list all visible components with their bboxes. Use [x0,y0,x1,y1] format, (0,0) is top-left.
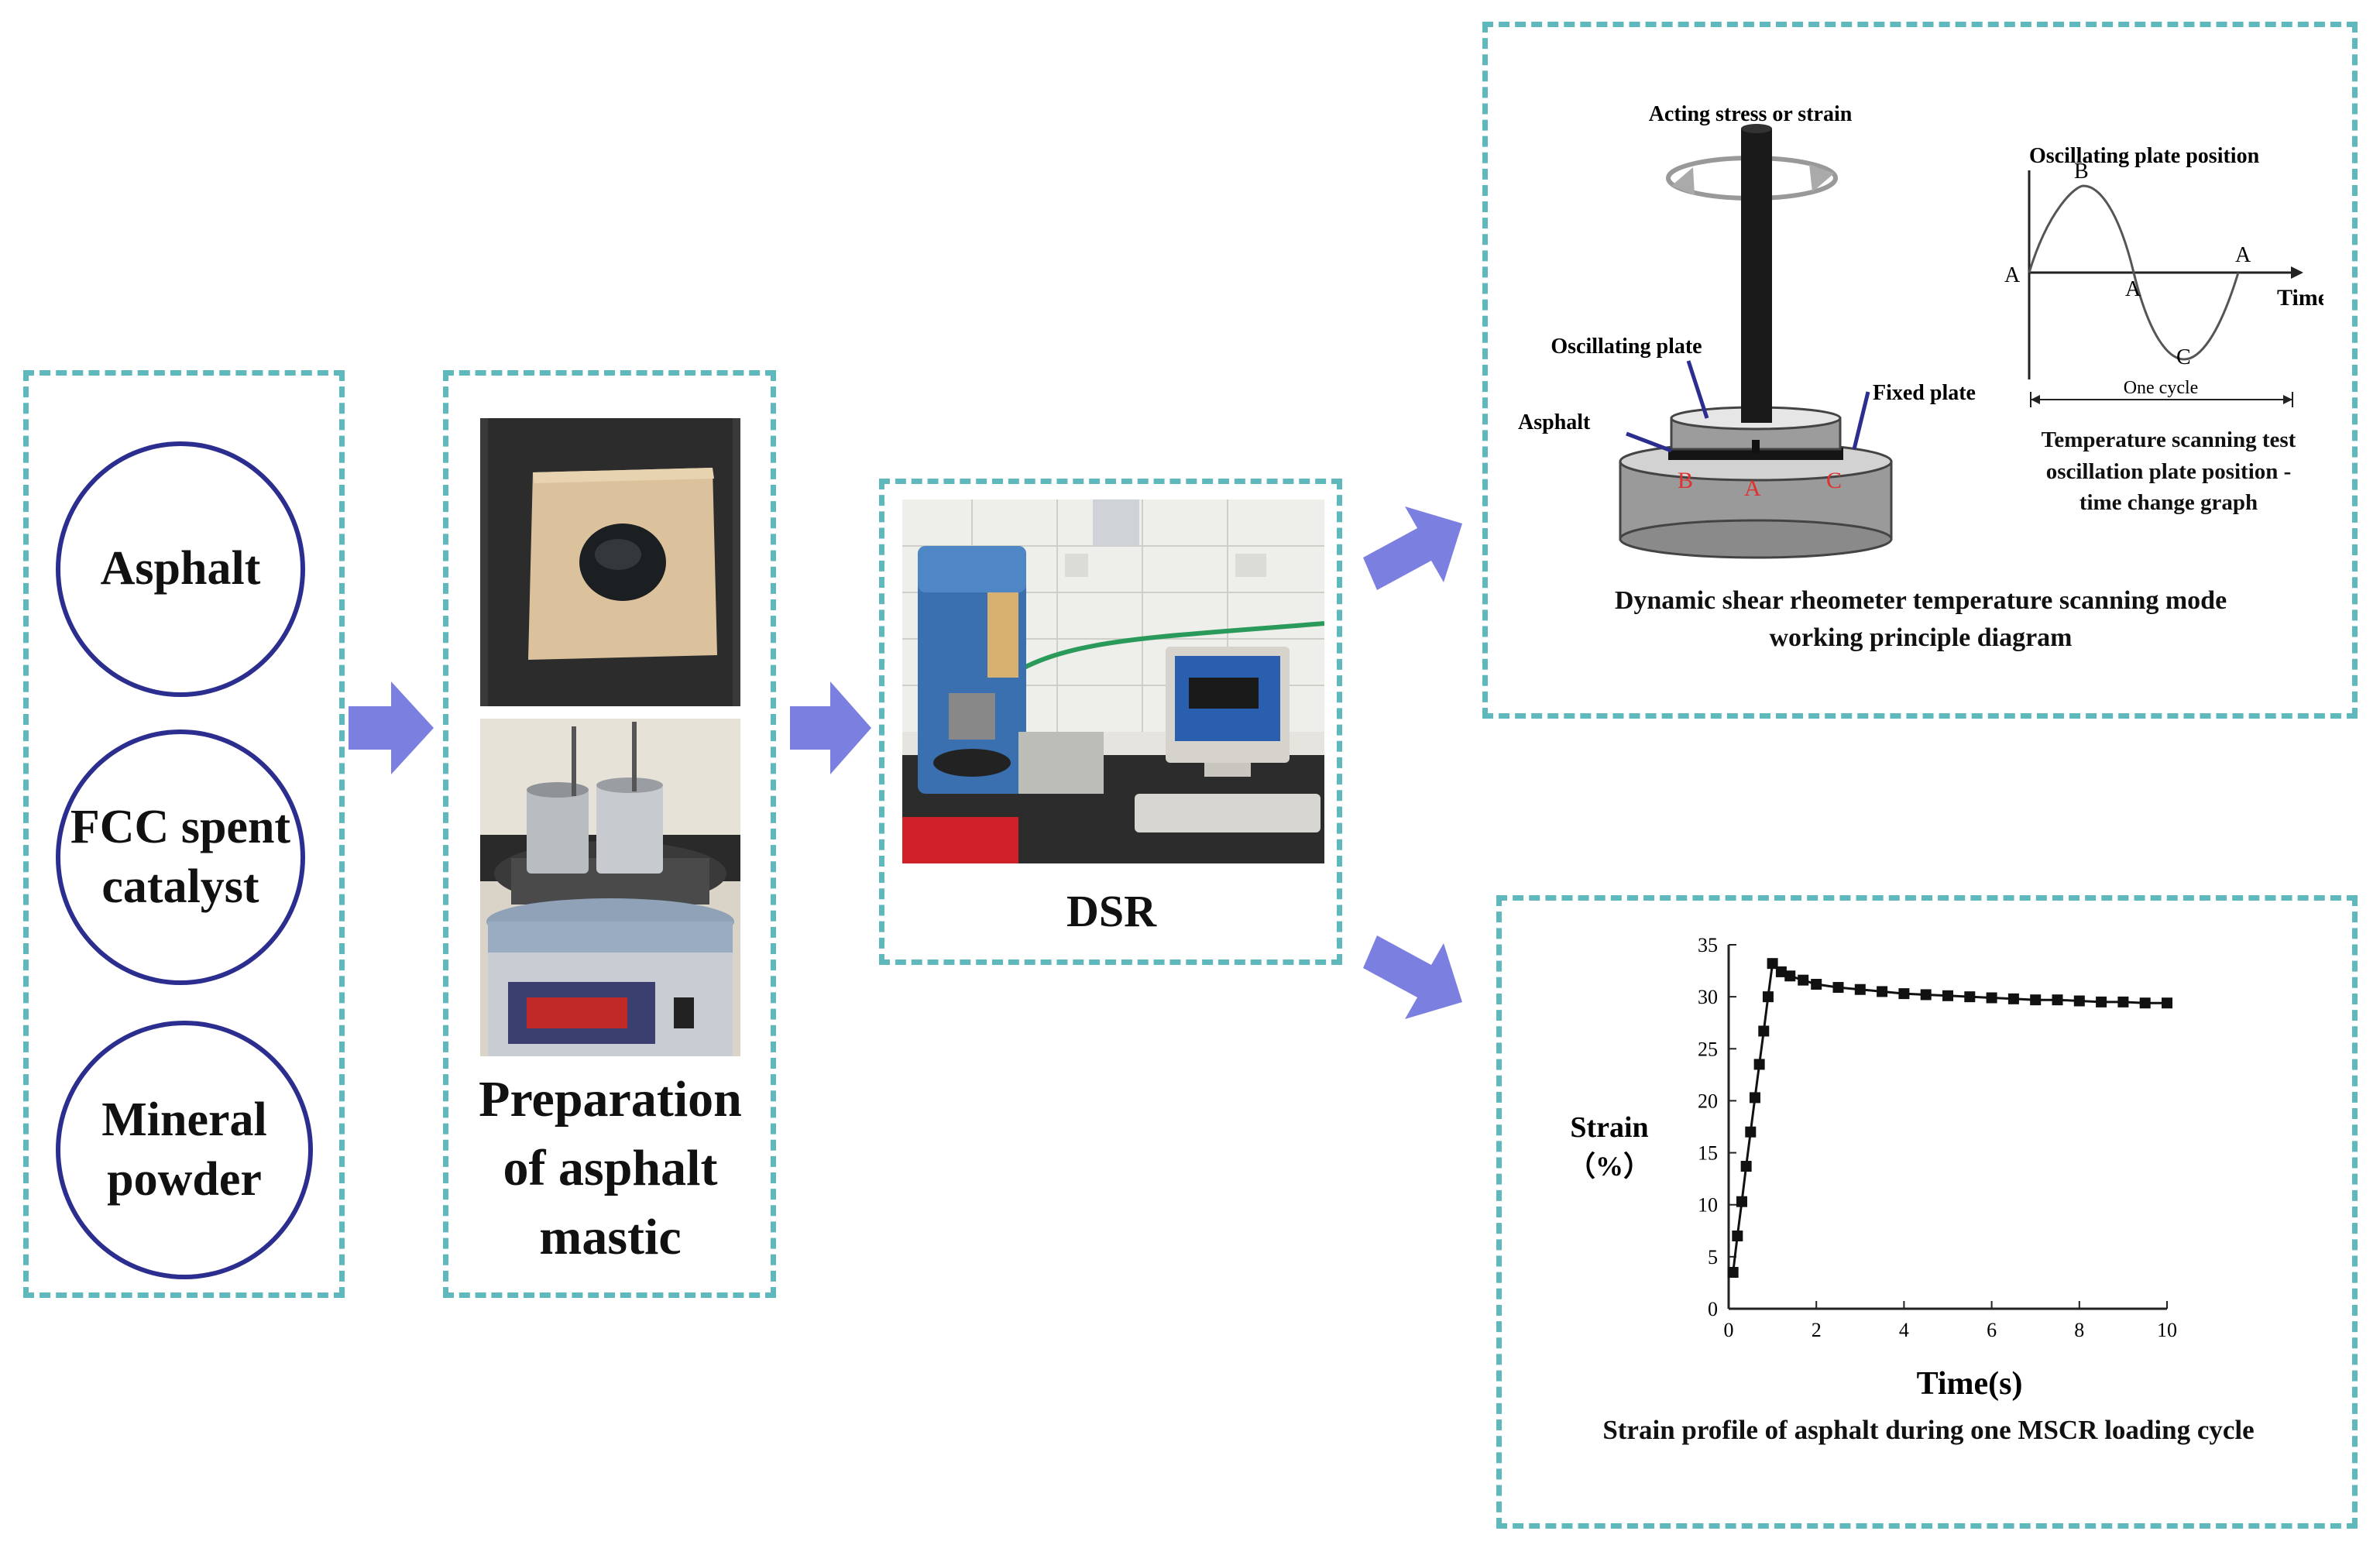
point-c-label: C [1826,468,1842,493]
strain-series-line [1732,961,2167,1273]
strain-data-point [1745,1126,1757,1138]
sine-pt-c: C [2176,345,2191,369]
strain-data-point [1964,991,1976,1003]
material-asphalt-label: Asphalt [100,542,261,596]
dsr-label: DSR [1066,886,1157,936]
chart-axes: 0 2 4 6 8 10 0 5 10 15 20 25 30 35 [1698,934,2177,1341]
material-mineral-circle: Mineral powder [56,1021,313,1279]
strain-data-point [1986,992,1997,1004]
strain-data-point [2096,996,2107,1007]
principle-caption: Dynamic shear rheometer temperature scan… [1614,586,2227,652]
mscr-box [1496,895,2358,1529]
y-tick-label: 15 [1698,1142,1718,1165]
strain-data-point [1736,1196,1747,1207]
strain-data-point [2052,994,2063,1006]
strain-data-point [1775,966,1787,977]
strain-data-point [1832,982,1844,994]
chart-ylabel: Strain [1570,1111,1648,1144]
flow-arrow-3 [1363,506,1462,590]
y-tick-label: 0 [1708,1298,1718,1320]
strain-data-point [1753,1059,1765,1070]
sine-pt-a-left: A [2004,263,2021,287]
strain-data-point [1798,974,1809,986]
strain-data-point [1811,979,1822,990]
strain-data-point [2162,997,2172,1009]
strain-data-point [1942,990,1953,1001]
strain-data-point [2073,995,2085,1007]
point-a-label: A [1744,475,1761,501]
principle-box [1482,22,2358,719]
strain-data-point [1727,1267,1739,1278]
y-tick-label: 35 [1698,934,1718,956]
strain-data-point [1854,983,1866,995]
x-tick-label: 6 [1987,1319,1997,1341]
y-tick-label: 20 [1698,1090,1718,1112]
heating-mixing-photo [480,719,740,1056]
oscillating-plate-label: Oscillating plate [1551,335,1702,359]
chart-ylabel-unit: （%） [1568,1151,1651,1182]
preparation-box [443,370,776,1298]
strain-data-point [1758,1025,1770,1037]
x-tick-label: 10 [2157,1319,2177,1341]
chart-marks [1727,958,2172,1278]
strain-data-point [1877,986,1888,997]
strain-data-point [1898,988,1910,1000]
chart-xlabel: Time(s) [1917,1366,2023,1402]
dsr-schematic: Acting stress or strain Oscillating plat… [1518,102,1976,559]
sample-plate-photo [480,418,740,706]
strain-data-point [2117,996,2129,1007]
acting-stress-label: Acting stress or strain [1649,102,1853,126]
material-fcc-label: FCC spent catalyst [70,800,291,914]
fixed-plate-label: Fixed plate [1873,381,1976,405]
sine-pt-b: B [2074,160,2089,184]
x-tick-label: 4 [1899,1319,1909,1341]
asphalt-pointer-label: Asphalt [1518,410,1591,434]
sine-title: Oscillating plate position [2029,144,2260,168]
sine-curve [2028,184,2240,361]
materials-box [23,370,345,1298]
y-tick-label: 25 [1698,1038,1718,1060]
material-fcc-circle: FCC spent catalyst [56,729,305,985]
flow-arrow-4 [1363,935,1462,1019]
strain-data-point [1740,1161,1752,1172]
strain-data-point [1749,1092,1760,1104]
strain-data-point [1784,970,1796,982]
y-tick-label: 30 [1698,986,1718,1008]
sine-caption: Temperature scanning test oscillation pl… [2041,427,2296,516]
dsr-equipment-photo [902,499,1324,863]
strain-data-point [2139,997,2151,1009]
mscr-caption: Strain profile of asphalt during one MSC… [1602,1415,2255,1445]
one-cycle-label: One cycle [2124,378,2199,398]
material-mineral-label: Mineral powder [101,1093,267,1207]
preparation-label: Preparation of asphalt mastic [479,1071,742,1266]
strain-data-point [1732,1231,1743,1241]
y-tick-label: 10 [1698,1194,1718,1217]
sine-pt-a-right: A [2235,243,2251,267]
material-asphalt-circle: Asphalt [56,441,305,697]
strain-data-point [2030,994,2042,1006]
mscr-strain-chart: 0 2 4 6 8 10 0 5 10 15 20 25 30 35 Strain （%） Time(s) [1568,934,2177,1402]
oscillation-sine-graph: Oscillating plate position A B A A C Tim… [2004,144,2323,407]
sine-time-label: Time [2277,285,2323,311]
sine-pt-a-mid: A [2125,277,2141,301]
flow-arrow-2 [790,681,871,774]
strain-data-point [1767,958,1778,970]
x-tick-label: 0 [1724,1319,1734,1341]
strain-data-point [2007,993,2019,1004]
y-tick-label: 5 [1708,1246,1718,1268]
dsr-box [879,479,1342,965]
flow-arrow-1 [349,681,434,774]
x-tick-label: 2 [1812,1319,1822,1341]
point-b-label: B [1678,468,1693,493]
strain-data-point [1762,991,1774,1003]
x-tick-label: 8 [2074,1319,2084,1341]
strain-data-point [1920,989,1932,1001]
